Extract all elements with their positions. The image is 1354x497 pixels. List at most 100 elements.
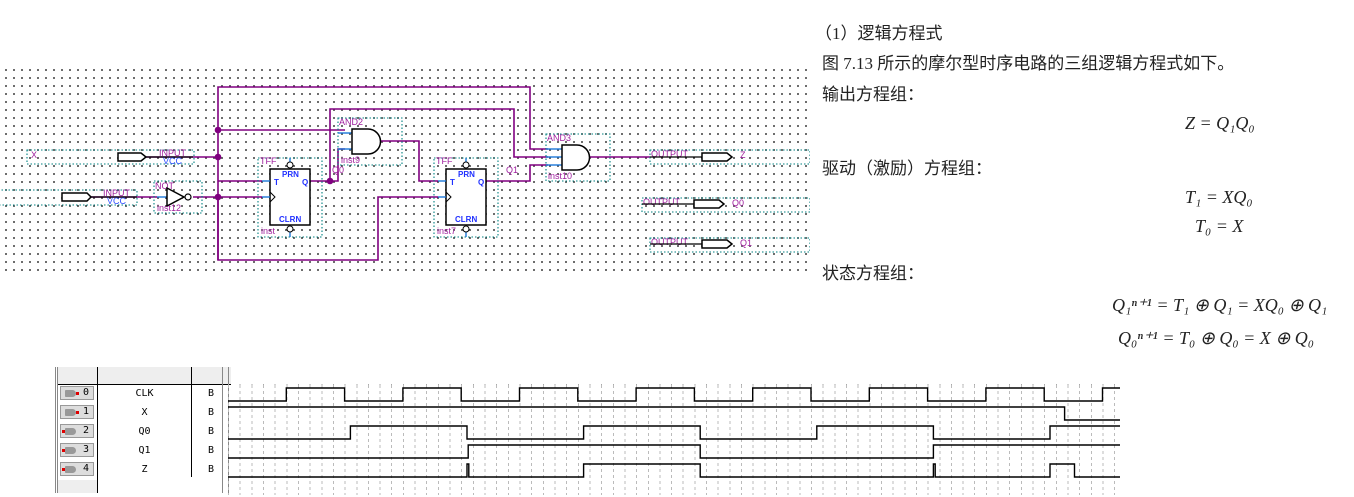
- output-type: OUTPUT: [651, 149, 689, 159]
- waveform-plot: [228, 387, 1120, 478]
- signal-value: B: [208, 464, 215, 475]
- signal-value: B: [208, 445, 215, 456]
- signal-value: B: [208, 407, 215, 418]
- tff-q: Q: [302, 178, 308, 187]
- output-name: Z: [740, 150, 746, 160]
- tff-inst-name: inst7: [437, 226, 456, 236]
- junctions: [214, 126, 334, 201]
- net-label-q0: Q0: [332, 165, 344, 175]
- and-gate-symbol: [351, 128, 382, 155]
- clock-triangle-icon: [269, 191, 276, 203]
- output-pin-icon: [701, 239, 734, 249]
- signal-value: B: [208, 426, 215, 437]
- signal-name: CLK: [135, 388, 154, 399]
- signal-row-z[interactable]: 4 Z B: [58, 460, 231, 479]
- output-pin-q1[interactable]: OUTPUT Q1: [649, 237, 810, 253]
- waveform-clk: [228, 387, 1120, 402]
- signal-index: 0: [83, 387, 90, 398]
- output-pin-icon: [701, 152, 734, 162]
- and-gate-symbol: [561, 144, 591, 171]
- tff-type: TFF: [260, 156, 277, 166]
- equation-t1: T₁ = XQ₀: [1185, 187, 1253, 207]
- signal-row-x[interactable]: 1 X B: [58, 403, 231, 422]
- schematic: X INPUT VCC INPUT VCC NOT inst12 TFF PRN…: [0, 86, 810, 261]
- tff-inst7[interactable]: TFF PRN T Q CLRN inst7: [433, 156, 499, 238]
- equation-z: Z = Q₁Q₀: [1185, 113, 1255, 133]
- input-pin-icon: [61, 192, 93, 202]
- output-group-label: 输出方程组：: [822, 85, 924, 104]
- tff-q: Q: [478, 178, 484, 187]
- output-signal-icon: 2: [60, 424, 94, 438]
- tff-prn: PRN: [282, 170, 299, 179]
- wire-q1-to-and3: [486, 164, 548, 182]
- drive-group-label: 驱动（激励）方程组：: [822, 159, 992, 178]
- tff-inst-name: inst: [261, 226, 276, 236]
- signal-row-q1[interactable]: 3 Q1 B: [58, 441, 231, 460]
- wire-q0-to-and3: [329, 108, 548, 181]
- section-heading: （1）逻辑方程式: [815, 24, 943, 43]
- input-clk-type: INPUT: [103, 188, 131, 198]
- junction-dot: [214, 126, 222, 134]
- output-type: OUTPUT: [651, 237, 689, 247]
- output-pin-q0[interactable]: OUTPUT Q0: [641, 197, 810, 213]
- signal-index: 4: [83, 463, 90, 474]
- tff-type: TFF: [436, 156, 453, 166]
- equation-q1-next: Q₁ⁿ⁺¹ = T₁ ⊕ Q₁ = XQ₀ ⊕ Q₁: [1112, 295, 1328, 315]
- input-x-default: VCC: [163, 156, 183, 166]
- net-label-q1: Q1: [506, 165, 518, 175]
- input-clk-default: VCC: [107, 196, 127, 206]
- and3-inst: inst10: [548, 171, 572, 181]
- not-gate-type: NOT: [155, 181, 175, 191]
- input-pin-clk[interactable]: INPUT VCC: [0, 188, 138, 206]
- output-signal-icon: 4: [60, 462, 94, 476]
- tff-t: T: [274, 178, 279, 187]
- equation-q0-next: Q₀ⁿ⁺¹ = T₀ ⊕ Q₀ = X ⊕ Q₀: [1118, 328, 1315, 348]
- state-group-label: 状态方程组：: [822, 264, 924, 283]
- input-pin-x[interactable]: X INPUT VCC: [26, 148, 195, 166]
- signal-name: Q0: [138, 426, 151, 437]
- and2-type: AND2: [339, 117, 363, 127]
- tff-inst[interactable]: TFF PRN T Q CLRN inst: [257, 156, 323, 238]
- tff-prn: PRN: [458, 170, 475, 179]
- input-signal-icon: 1: [60, 405, 94, 419]
- signal-index: 2: [83, 425, 90, 436]
- tff-clrn: CLRN: [279, 215, 301, 224]
- output-type: OUTPUT: [643, 197, 681, 207]
- junction-dot: [326, 177, 334, 185]
- input-x-type: INPUT: [159, 148, 187, 158]
- wire-and2-to-t1: [380, 140, 438, 182]
- output-pin-z[interactable]: OUTPUT Z: [649, 149, 810, 165]
- junction-dot: [214, 153, 222, 161]
- waveform-q1: [228, 444, 1120, 459]
- intro-text: 图 7.13 所示的摩尔型时序电路的三组逻辑方程式如下。: [822, 54, 1235, 73]
- and2-inst: inst9: [341, 155, 360, 165]
- tff-t: T: [450, 178, 455, 187]
- output-pin-icon: [693, 199, 726, 209]
- schematic-grid: [0, 64, 808, 274]
- signal-value: B: [208, 388, 215, 399]
- signal-name: Z: [141, 464, 148, 475]
- signal-row-q0[interactable]: 2 Q0 B: [58, 422, 231, 441]
- not-gate-symbol: [166, 186, 186, 208]
- waveform-x: [228, 406, 1120, 421]
- and2-gate[interactable]: AND2 inst9: [337, 117, 403, 166]
- and3-type: AND3: [547, 133, 571, 143]
- wire-clk-to-ff1: [217, 196, 438, 261]
- input-x-name: X: [31, 150, 37, 160]
- signal-index: 3: [83, 444, 90, 455]
- tff-clrn: CLRN: [455, 215, 477, 224]
- signal-index: 1: [83, 406, 90, 417]
- signal-row-clk[interactable]: 0 CLK B: [58, 384, 231, 403]
- signal-name: Q1: [138, 445, 151, 456]
- waveform-z: [228, 463, 1120, 478]
- output-signal-icon: 3: [60, 443, 94, 457]
- input-signal-icon: 0: [60, 386, 94, 400]
- not-gate[interactable]: NOT inst12: [153, 180, 203, 214]
- clock-triangle-icon: [445, 191, 452, 203]
- equation-t0: T₀ = X: [1195, 216, 1244, 236]
- output-name: Q1: [740, 238, 752, 248]
- signal-name: X: [141, 407, 148, 418]
- output-name: Q0: [732, 198, 744, 208]
- and3-gate[interactable]: AND3 inst10: [545, 133, 611, 182]
